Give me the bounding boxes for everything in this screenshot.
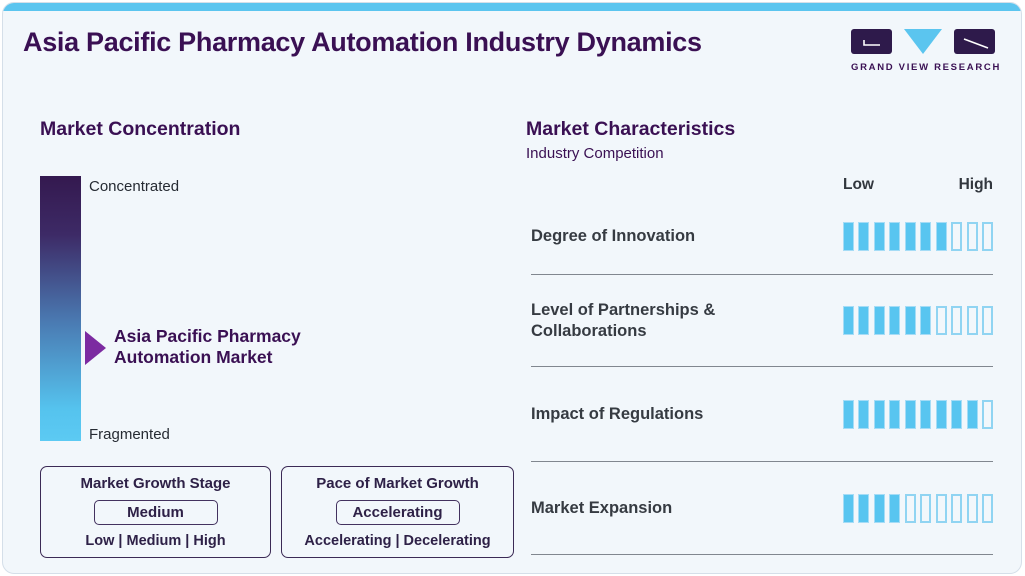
rating-scale-labels: Low High — [843, 176, 993, 194]
rating-segment-filled — [920, 306, 931, 335]
fragmented-label: Fragmented — [89, 426, 170, 443]
rating-segment-empty — [982, 306, 993, 335]
logo-r-glyph — [963, 38, 989, 49]
rating-segment-filled — [951, 399, 962, 429]
rating-segment-filled — [889, 306, 900, 335]
rating-segment-empty — [920, 493, 931, 523]
market-pointer-arrow-icon — [85, 331, 106, 365]
logo-v-triangle-icon — [904, 29, 942, 54]
rating-segment-filled — [889, 493, 900, 523]
top-accent-bar — [3, 3, 1021, 11]
logo-shapes — [851, 29, 995, 55]
rating-segment-filled — [842, 399, 854, 429]
rating-segment-empty — [982, 493, 993, 523]
rating-segment-filled — [920, 222, 931, 251]
rating-segment-empty — [904, 493, 916, 523]
growth-stage-title: Market Growth Stage — [80, 475, 231, 492]
row-label: Degree of Innovation — [531, 227, 696, 245]
rating-segment-filled — [842, 493, 854, 523]
rating-segment-empty — [951, 222, 962, 251]
rating-segment-empty — [982, 222, 993, 251]
scale-high-label: High — [958, 176, 993, 193]
rating-segment-filled — [858, 222, 869, 251]
rating-segment-empty — [951, 306, 962, 335]
rating-segment-empty — [982, 399, 993, 429]
rating-bar — [842, 222, 993, 251]
rating-bar — [842, 399, 993, 429]
rating-segment-filled — [858, 493, 869, 523]
rating-segment-filled — [935, 399, 947, 429]
page-title: Asia Pacific Pharmacy Automation Industr… — [23, 27, 702, 57]
logo-g-block — [851, 29, 892, 54]
row-label: Market Expansion — [531, 498, 673, 517]
row-label: Level of Partnerships & Collaborations — [531, 300, 716, 340]
characteristics-rows: Degree of Innovation Level of Partnershi… — [531, 199, 993, 555]
row-impact-of-regulations: Impact of Regulations — [531, 367, 993, 462]
row-degree-of-innovation: Degree of Innovation — [531, 199, 993, 275]
rating-bar — [842, 493, 993, 523]
growth-stage-value: Medium — [93, 500, 218, 525]
pace-options: Accelerating | Decelerating — [304, 533, 491, 549]
rating-segment-empty — [966, 306, 978, 335]
rating-segment-filled — [842, 222, 854, 251]
pace-of-growth-box: Pace of Market Growth Accelerating Accel… — [281, 466, 514, 558]
rating-segment-empty — [966, 493, 978, 523]
rating-segment-filled — [904, 306, 916, 335]
rating-segment-filled — [920, 399, 931, 429]
market-characteristics-heading: Market Characteristics — [526, 118, 736, 140]
grand-view-research-logo: GRAND VIEW RESEARCH — [851, 29, 1002, 73]
industry-competition-subheading: Industry Competition — [526, 145, 664, 162]
rating-segment-empty — [966, 222, 978, 251]
market-pointer-label: Asia Pacific Pharmacy Automation Market — [114, 326, 301, 367]
market-growth-stage-box: Market Growth Stage Medium Low | Medium … — [40, 466, 271, 558]
rating-segment-filled — [842, 306, 854, 335]
logo-wordmark: GRAND VIEW RESEARCH — [851, 62, 1002, 73]
pace-value: Accelerating — [335, 500, 460, 525]
rating-bar — [842, 306, 993, 335]
concentration-gradient-bar — [40, 176, 81, 441]
concentrated-label: Concentrated — [89, 178, 180, 195]
rating-segment-empty — [935, 493, 947, 523]
row-partnerships-collaborations: Level of Partnerships & Collaborations — [531, 275, 993, 367]
rating-segment-filled — [873, 399, 885, 429]
logo-r-block — [954, 29, 995, 54]
row-label: Impact of Regulations — [531, 404, 704, 423]
rating-segment-filled — [858, 306, 869, 335]
pace-title: Pace of Market Growth — [316, 475, 479, 492]
scale-low-label: Low — [843, 176, 874, 193]
rating-segment-filled — [858, 399, 869, 429]
rating-segment-filled — [873, 222, 885, 251]
rating-segment-filled — [966, 399, 978, 429]
rating-segment-filled — [935, 222, 947, 251]
rating-segment-filled — [873, 306, 885, 335]
rating-segment-filled — [904, 222, 916, 251]
rating-segment-filled — [873, 493, 885, 523]
market-concentration-heading: Market Concentration — [40, 118, 241, 140]
rating-segment-empty — [951, 493, 962, 523]
rating-segment-filled — [904, 399, 916, 429]
rating-segment-filled — [889, 222, 900, 251]
growth-stage-options: Low | Medium | High — [85, 533, 226, 549]
rating-segment-empty — [935, 306, 947, 335]
logo-g-glyph — [863, 40, 880, 46]
row-market-expansion: Market Expansion — [531, 462, 993, 555]
rating-segment-filled — [889, 399, 900, 429]
